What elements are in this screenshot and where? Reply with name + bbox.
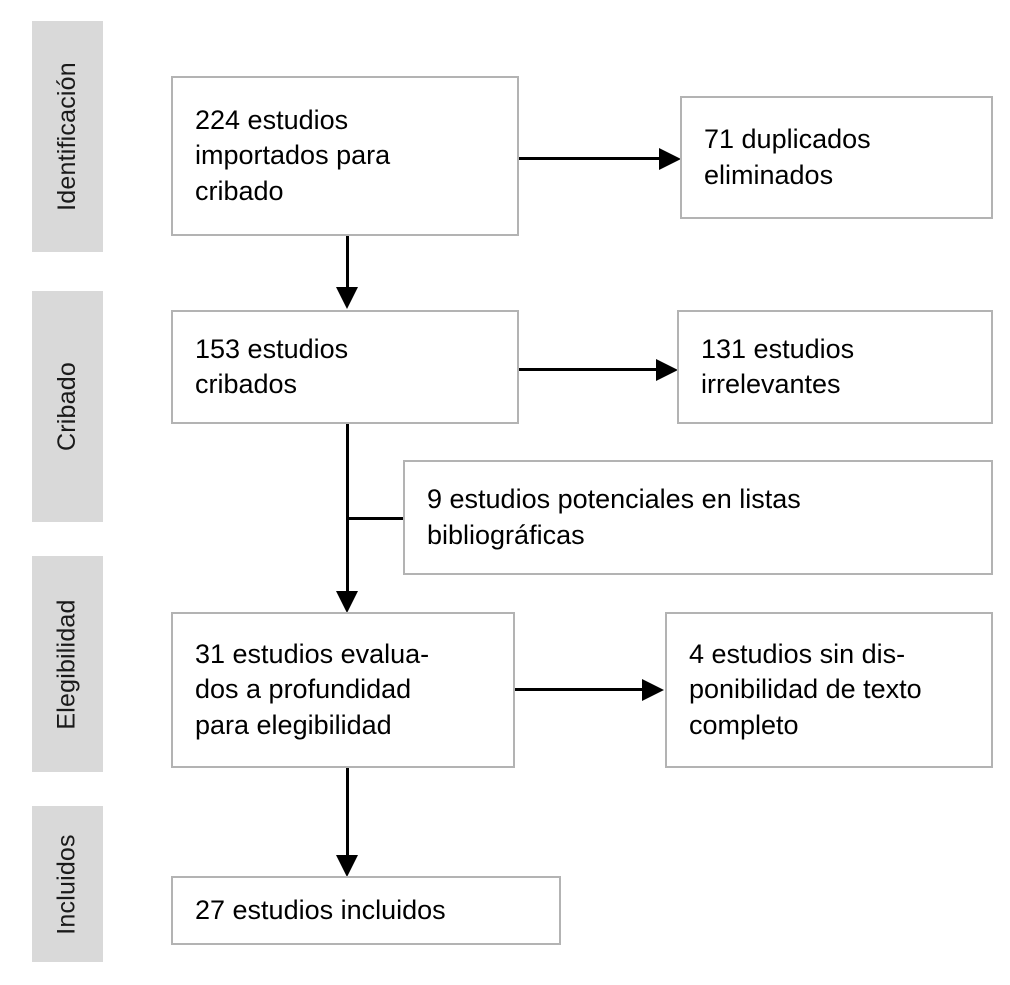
stage-label-cribado: Cribado bbox=[53, 362, 82, 451]
arrowhead-imported-to-screened bbox=[336, 287, 358, 309]
stage-bar-identificacion: Identificación bbox=[32, 21, 103, 252]
box-irrelevant-studies-text: 131 estudios irrelevantes bbox=[701, 333, 855, 399]
box-assessed-studies: 31 estudios evalua- dos a profundidad pa… bbox=[171, 612, 515, 768]
connector-reference-lists-join bbox=[346, 517, 403, 520]
connector-imported-to-duplicates bbox=[519, 157, 663, 160]
box-reference-list-studies-text: 9 estudios potenciales en listas bibliog… bbox=[427, 484, 801, 550]
stage-label-identificacion: Identificación bbox=[53, 62, 82, 211]
box-imported-studies-text: 224 estudios importados para cribado bbox=[195, 105, 391, 206]
box-screened-studies-text: 153 estudios cribados bbox=[195, 333, 349, 399]
box-no-full-text-studies: 4 estudios sin dis- ponibilidad de texto… bbox=[665, 612, 993, 768]
stage-bar-incluidos: Incluidos bbox=[32, 806, 103, 962]
box-reference-list-studies: 9 estudios potenciales en listas bibliog… bbox=[403, 460, 993, 575]
box-duplicates-removed: 71 duplicados eliminados bbox=[680, 96, 993, 219]
arrowhead-assessed-to-included bbox=[336, 855, 358, 877]
stage-label-incluidos: Incluidos bbox=[53, 833, 82, 935]
box-screened-studies: 153 estudios cribados bbox=[171, 310, 519, 424]
box-included-studies-text: 27 estudios incluidos bbox=[195, 894, 446, 925]
arrowhead-imported-to-duplicates bbox=[659, 148, 681, 170]
connector-assessed-to-included bbox=[346, 768, 349, 873]
box-irrelevant-studies: 131 estudios irrelevantes bbox=[677, 310, 993, 424]
box-assessed-studies-text: 31 estudios evalua- dos a profundidad pa… bbox=[195, 639, 430, 740]
stage-bar-cribado: Cribado bbox=[32, 291, 103, 522]
connector-screened-to-assessed bbox=[346, 424, 349, 607]
arrowhead-screened-to-assessed bbox=[336, 591, 358, 613]
box-included-studies: 27 estudios incluidos bbox=[171, 876, 561, 945]
stage-label-elegibilidad: Elegibilidad bbox=[53, 598, 81, 730]
stage-bar-elegibilidad: Elegibilidad bbox=[32, 556, 103, 772]
box-no-full-text-studies-text: 4 estudios sin dis- ponibilidad de texto… bbox=[689, 639, 922, 740]
arrowhead-assessed-to-no-full-text bbox=[642, 679, 664, 701]
box-imported-studies: 224 estudios importados para cribado bbox=[171, 76, 519, 236]
connector-imported-to-screened bbox=[346, 236, 349, 298]
connector-assessed-to-no-full-text bbox=[515, 688, 646, 691]
connector-screened-to-irrelevant bbox=[519, 368, 660, 371]
box-duplicates-removed-text: 71 duplicados eliminados bbox=[704, 124, 871, 190]
arrowhead-screened-to-irrelevant bbox=[656, 359, 678, 381]
